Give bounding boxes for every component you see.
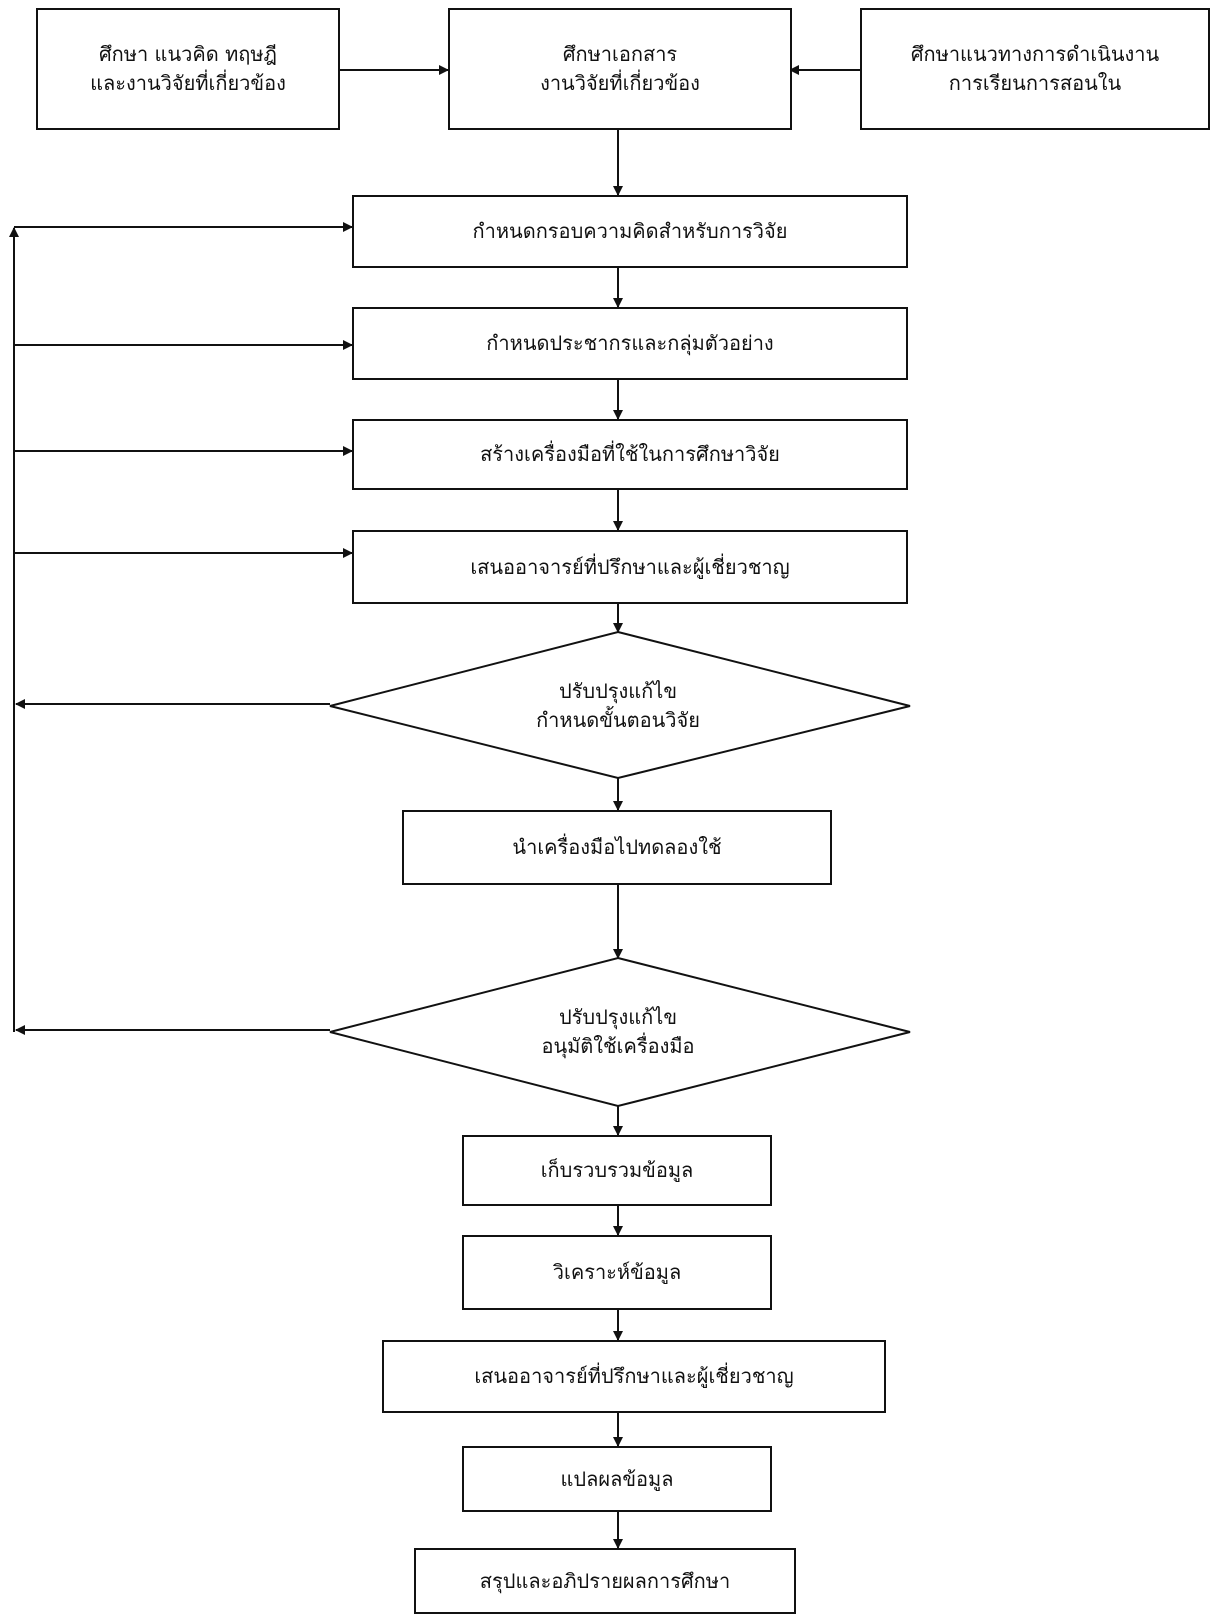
box-study-documents-line-2: งานวิจัยที่เกี่ยวข้อง [540, 71, 700, 95]
decision-2-line-1: ปรับปรุงแก้ไข [558, 1005, 678, 1029]
box-define-framework: กำหนดกรอบความคิดสำหรับการวิจัย [352, 195, 908, 268]
decision-1-line-2: กำหนดขั้นตอนวิจัย [536, 708, 700, 732]
box-study-theory-line-1: ศึกษา แนวคิด ทฤษฎี [98, 42, 277, 66]
box-study-guidelines-line-1: ศึกษาแนวทางการดำเนินงาน [910, 42, 1160, 66]
box-tryout-instrument-label: นำเครื่องมือไปทดลองใช้ [512, 835, 722, 859]
box-collect-data: เก็บรวบรวมข้อมูล [462, 1135, 772, 1206]
box-conclude-discuss: สรุปและอภิปรายผลการศึกษา [414, 1548, 796, 1614]
box-define-framework-label: กำหนดกรอบความคิดสำหรับการวิจัย [472, 219, 788, 243]
box-define-population-label: กำหนดประชากรและกลุ่มตัวอย่าง [486, 331, 774, 355]
decision-1-text: ปรับปรุงแก้ไข กำหนดขั้นตอนวิจัย [430, 656, 806, 756]
box-study-documents: ศึกษาเอกสาร งานวิจัยที่เกี่ยวข้อง [448, 8, 792, 130]
box-present-advisor-2-label: เสนออาจารย์ที่ปรึกษาและผู้เชี่ยวชาญ [474, 1364, 794, 1388]
box-present-advisor-1: เสนออาจารย์ที่ปรึกษาและผู้เชี่ยวชาญ [352, 530, 908, 604]
box-study-guidelines-line-2: การเรียนการสอนใน [948, 71, 1122, 95]
decision-1-line-1: ปรับปรุงแก้ไข [558, 679, 678, 703]
box-present-advisor-2: เสนออาจารย์ที่ปรึกษาและผู้เชี่ยวชาญ [382, 1340, 886, 1413]
decision-2-text: ปรับปรุงแก้ไข อนุมัติใช้เครื่องมือ [430, 982, 806, 1082]
box-analyze-data-label: วิเคราะห์ข้อมูล [552, 1260, 682, 1284]
box-interpret-data: แปลผลข้อมูล [462, 1446, 772, 1512]
box-tryout-instrument: นำเครื่องมือไปทดลองใช้ [402, 810, 832, 885]
box-collect-data-label: เก็บรวบรวมข้อมูล [540, 1158, 694, 1182]
box-study-guidelines: ศึกษาแนวทางการดำเนินงาน การเรียนการสอนใน [860, 8, 1210, 130]
box-create-instrument: สร้างเครื่องมือที่ใช้ในการศึกษาวิจัย [352, 419, 908, 490]
box-conclude-discuss-label: สรุปและอภิปรายผลการศึกษา [479, 1568, 731, 1593]
box-study-theory-line-2: และงานวิจัยที่เกี่ยวข้อง [90, 71, 286, 95]
box-create-instrument-label: สร้างเครื่องมือที่ใช้ในการศึกษาวิจัย [480, 442, 780, 466]
box-analyze-data: วิเคราะห์ข้อมูล [462, 1235, 772, 1310]
box-interpret-data-label: แปลผลข้อมูล [560, 1466, 674, 1491]
box-study-documents-line-1: ศึกษาเอกสาร [562, 42, 678, 66]
decision-2-line-2: อนุมัติใช้เครื่องมือ [541, 1034, 695, 1058]
box-present-advisor-1-label: เสนออาจารย์ที่ปรึกษาและผู้เชี่ยวชาญ [470, 554, 790, 579]
box-study-theory: ศึกษา แนวคิด ทฤษฎี และงานวิจัยที่เกี่ยวข… [36, 8, 340, 130]
box-define-population: กำหนดประชากรและกลุ่มตัวอย่าง [352, 307, 908, 380]
